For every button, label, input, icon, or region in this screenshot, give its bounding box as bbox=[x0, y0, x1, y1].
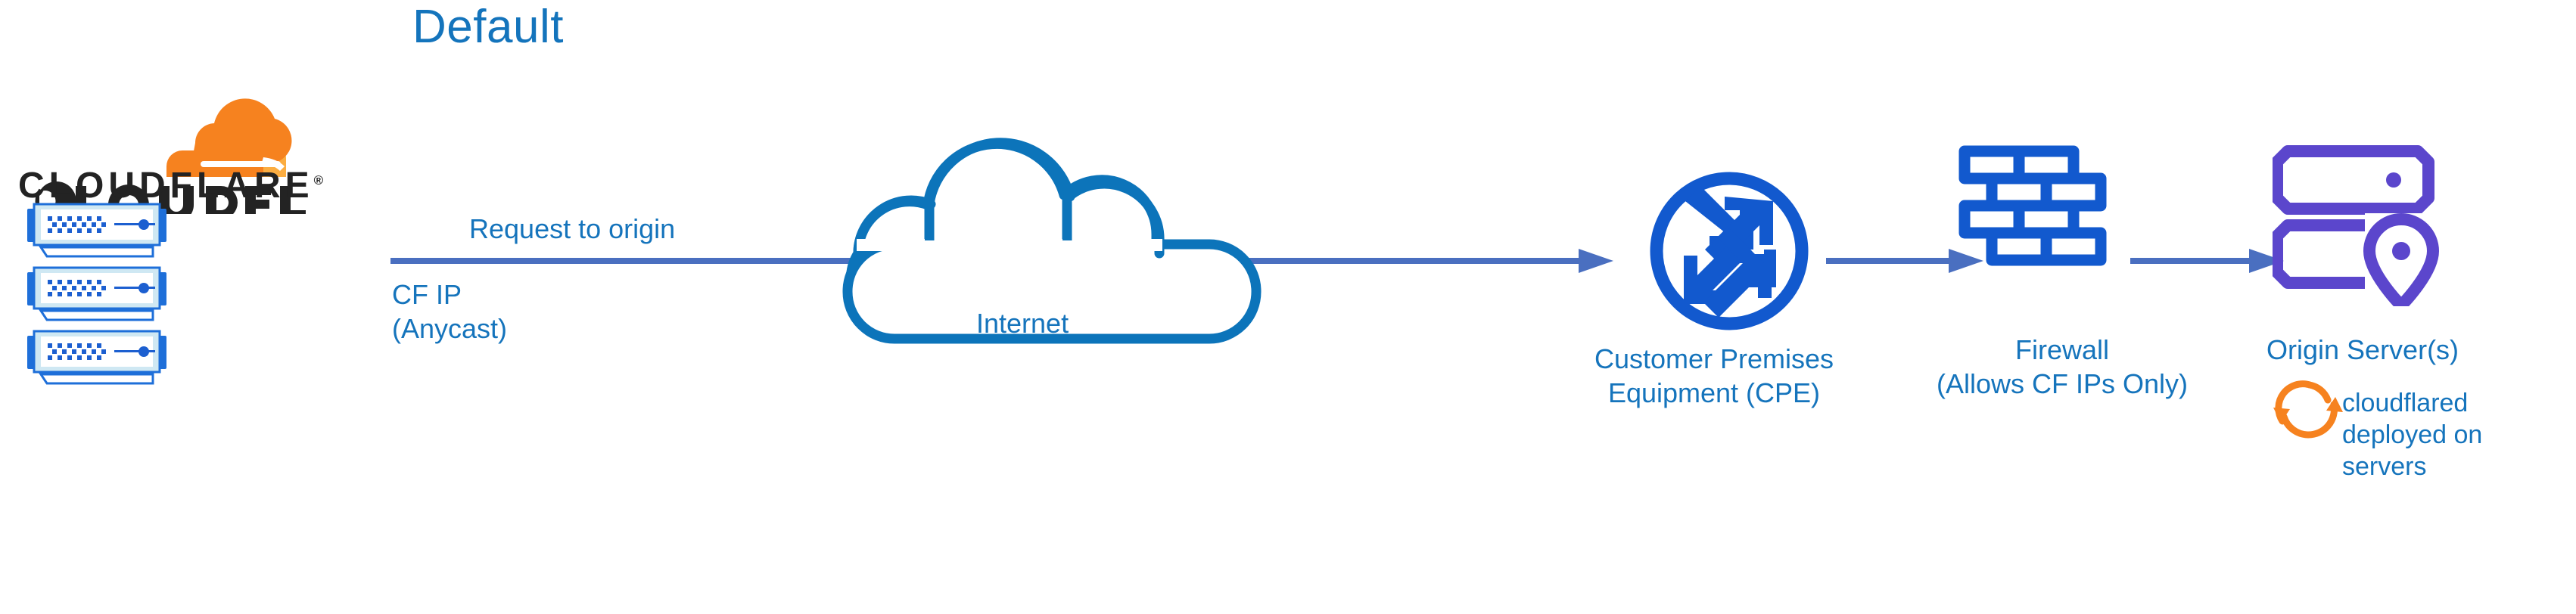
firewall-label-line-1: Firewall bbox=[2014, 334, 2109, 365]
connector-cpe-to-firewall bbox=[1826, 243, 1985, 278]
cloudflare-wordmark-text: CLOUDFLARE® bbox=[18, 165, 323, 206]
server-rack-icon bbox=[14, 266, 180, 327]
server-rack-icon bbox=[14, 203, 180, 263]
wordmark-label: CLOUDFLARE bbox=[18, 166, 314, 206]
page-title: Default bbox=[412, 1, 564, 53]
cf-ip-label-line-1: CF IP bbox=[392, 279, 462, 310]
trademark-symbol: ® bbox=[313, 173, 324, 188]
cloud-icon bbox=[840, 106, 1271, 348]
firewall-label-line-2: (Allows CF IPs Only) bbox=[1936, 368, 2189, 399]
cpe-label-line-2: Equipment (CPE) bbox=[1607, 377, 1821, 408]
cpe-label: Customer Premises Equipment (CPE) bbox=[1555, 342, 1873, 410]
server-rack-icon bbox=[14, 330, 180, 390]
cpe-label-line-1: Customer Premises bbox=[1594, 343, 1834, 374]
cloudflared-annotation-label: cloudflared deployed on servers bbox=[2342, 389, 2483, 481]
cloudflare-cloud-icon bbox=[166, 98, 292, 177]
origin-server-label: Origin Server(s) bbox=[2266, 334, 2459, 365]
request-to-origin-label: Request to origin bbox=[469, 213, 676, 244]
connector-firewall-to-origin bbox=[2130, 243, 2285, 278]
internet-label: Internet bbox=[976, 308, 1069, 339]
sync-arrows-icon bbox=[2270, 374, 2346, 446]
cf-ip-label: CF IP (Anycast) bbox=[392, 278, 619, 346]
brick-wall-icon bbox=[1958, 145, 2110, 296]
cf-ip-label-line-2: (Anycast) bbox=[392, 313, 508, 344]
firewall-label: Firewall (Allows CF IPs Only) bbox=[1892, 333, 2232, 401]
server-stack-location-pin-icon bbox=[2273, 144, 2439, 306]
router-arrows-circle-icon bbox=[1646, 168, 1812, 334]
